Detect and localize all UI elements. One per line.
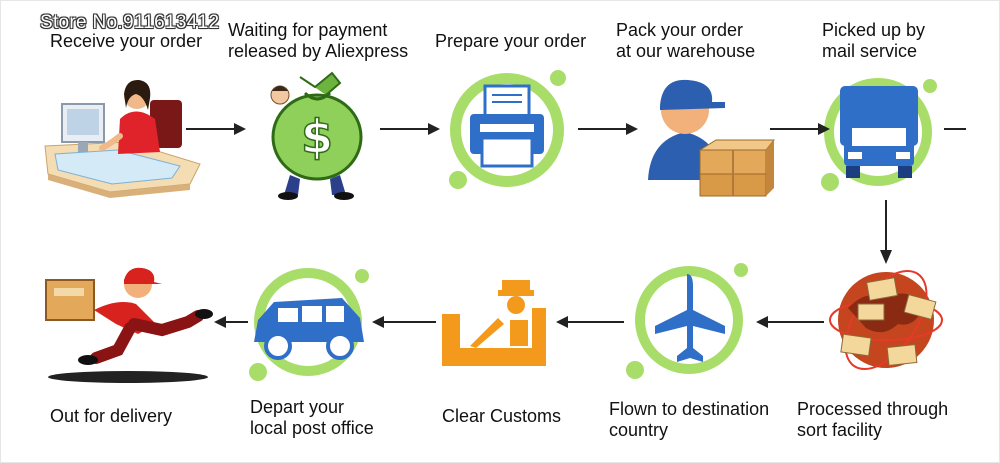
warehouse-worker-icon <box>648 79 775 197</box>
label-line: Depart your <box>250 397 345 417</box>
car-icon <box>249 268 369 381</box>
airplane-icon <box>626 263 748 379</box>
label-line: country <box>609 420 669 440</box>
store-watermark: Store No.911613412 <box>40 12 220 33</box>
step-label-receive-order: Receive your order <box>50 31 202 52</box>
computer-user-icon <box>44 79 201 198</box>
printer-icon <box>449 70 566 189</box>
label-line: local post office <box>250 418 374 438</box>
arrow-right-2 <box>380 123 440 135</box>
label-line: at our warehouse <box>616 41 756 61</box>
label-line: Clear Customs <box>442 406 562 426</box>
arrow-right-continue <box>944 128 966 130</box>
label-line: Out for delivery <box>50 406 173 426</box>
step-label-post-office: Depart your local post office <box>250 397 374 439</box>
label-line: Picked up by <box>822 20 926 40</box>
svg-text:$: $ <box>301 110 333 164</box>
label-line: Waiting for payment <box>228 20 388 40</box>
step-label-prepare-order: Prepare your order <box>435 31 586 52</box>
arrow-left-2 <box>556 316 624 328</box>
arrow-down <box>880 200 892 264</box>
label-line: mail service <box>822 41 918 61</box>
arrow-left-1 <box>756 316 824 328</box>
step-label-clear-customs: Clear Customs <box>442 406 561 427</box>
arrow-left-4 <box>214 316 248 328</box>
arrow-left-3 <box>372 316 436 328</box>
delivery-courier-icon <box>45 267 213 383</box>
label-line: sort facility <box>797 420 883 440</box>
step-label-pack-order: Pack your order at our warehouse <box>616 20 755 62</box>
label-line: Pack your order <box>616 20 744 40</box>
label-line: Flown to destination <box>609 399 770 419</box>
step-label-waiting-payment: Waiting for payment released by Aliexpre… <box>228 20 408 62</box>
step-label-flown: Flown to destination country <box>609 399 769 441</box>
step-label-out-for-delivery: Out for delivery <box>50 406 172 427</box>
label-line: Prepare your order <box>435 31 587 51</box>
arrow-right-1 <box>186 123 246 135</box>
globe-mail-icon <box>829 270 943 370</box>
step-label-sort-facility: Processed through sort facility <box>797 399 948 441</box>
label-line: Receive your order <box>50 31 203 51</box>
arrow-right-4 <box>770 123 830 135</box>
step-label-picked-up: Picked up by mail service <box>822 20 925 62</box>
money-bag-icon: $ <box>270 71 363 200</box>
arrow-right-3 <box>578 123 638 135</box>
label-line: Processed through <box>797 399 949 419</box>
label-line: released by Aliexpress <box>228 41 409 61</box>
customs-icon <box>442 280 546 366</box>
truck-icon <box>821 78 937 191</box>
